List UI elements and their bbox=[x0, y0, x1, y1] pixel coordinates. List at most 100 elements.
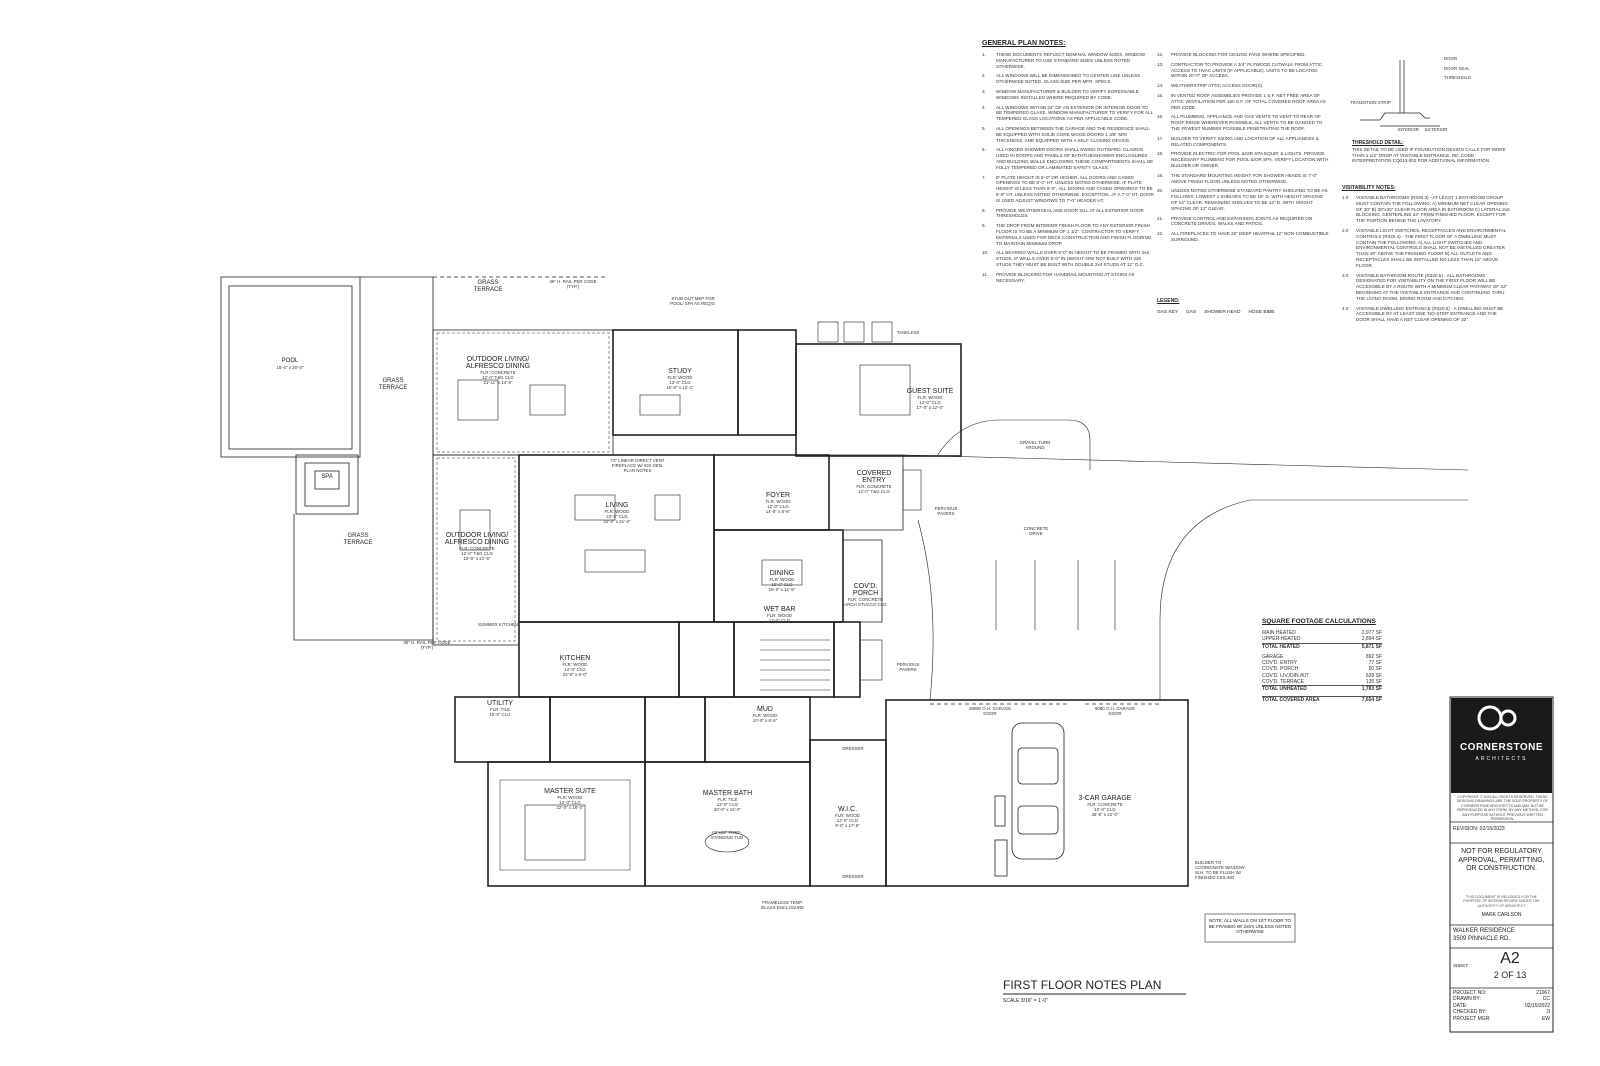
builder-window-note: BUILDER TO COORDINATE WINDOW W.H. TO BE … bbox=[1195, 860, 1245, 880]
guest-walls bbox=[795, 343, 962, 457]
garage-walls bbox=[885, 699, 1189, 887]
revision: REVISION: 02/15/2023 bbox=[1453, 826, 1505, 832]
shower-note: FRAMELESS TEMP. GLASS ENCLOSURE bbox=[760, 900, 805, 910]
note-item: 14.WEATHERSTRIP ATTIC ACCESS DOOR(S). bbox=[1157, 83, 1264, 89]
plan-scale: SCALE 3/16" = 1'-0" bbox=[1003, 998, 1048, 1004]
meta-row: CHECKED BY:JI bbox=[1453, 1009, 1550, 1016]
note-item: 6.ALL HINGED SHOWER DOORS SHALL SWING OU… bbox=[982, 147, 1154, 170]
brand-sub: ARCHITECTS bbox=[1475, 756, 1528, 762]
tankless-note: TANKLESS bbox=[896, 330, 920, 335]
room-spa: SPA bbox=[321, 474, 333, 480]
meta-row: PROJECT MGR:EW bbox=[1453, 1015, 1550, 1022]
tub-note: 66"x36" FREE-STANDING TUB bbox=[710, 830, 744, 840]
note-item: 12.PROVIDE BLOCKING FOR CEILING FANS WHE… bbox=[1157, 52, 1306, 57]
pervious-pavers-2: PERVIOUS PAVERS bbox=[896, 662, 920, 672]
note-item: 5.ALL OPENINGS BETWEEN THE GARAGE AND TH… bbox=[982, 125, 1150, 143]
note-item: 16.ALL PLUMBING, APPLIANCE AND GAS VENTS… bbox=[1157, 114, 1323, 131]
garage-door-2: 9080 O.H. GARAGE DOOR bbox=[1094, 706, 1136, 716]
sqft-row: COV'D. LIV./DIN./KIT.629 SF bbox=[1262, 672, 1382, 679]
summer-kitchen: SUMMER KITCHEN bbox=[478, 622, 519, 627]
note-item: 17.BUILDER TO VERIFY SIZING AND LOCATION… bbox=[1157, 135, 1319, 147]
master-bath-walls bbox=[644, 761, 811, 887]
note-item: 4.ALL WINDOWS WITHIN 24" OF AN EXTERIOR … bbox=[982, 104, 1153, 122]
threshold-label-threshold: THRESHOLD bbox=[1444, 75, 1472, 80]
meta-row: PROJECT NO:21067 bbox=[1453, 990, 1550, 996]
note-item: 13.CONTRACTOR TO PROVIDE A 3/4" PLYWOOD … bbox=[1157, 61, 1323, 79]
spa-deck bbox=[295, 454, 359, 515]
note-item: 15.IN VENTED ROOF ASSEMBLIES PROVIDE 1 S… bbox=[1157, 92, 1326, 110]
room-outdoor-living-1: OUTDOOR LIVING/ ALFRESCO DINING FLR: CON… bbox=[465, 356, 531, 385]
threshold-detail-title: THRESHOLD DETAIL: bbox=[1352, 140, 1404, 146]
legend-item: GAS KEY bbox=[1157, 310, 1179, 315]
legend-item: SHOWER HEAD bbox=[1204, 310, 1241, 315]
brand-name: CORNERSTONE bbox=[1459, 742, 1544, 753]
master-walls bbox=[487, 761, 646, 887]
garage-door-1: 18080 O.H. GARAGE DOOR bbox=[968, 706, 1012, 716]
legend-item: HOSE BIBB bbox=[1248, 310, 1275, 315]
note-item: 8.PROVIDE WEATHERSEAL AND DOOR SILL AT A… bbox=[982, 207, 1144, 219]
note-item: 22.ALL FIREPLACES TO HAVE 20" DEEP HEART… bbox=[1157, 231, 1329, 242]
rail-note-1: 36" H. RAIL PER CODE (TYP.) bbox=[549, 279, 597, 289]
pool-deck bbox=[220, 276, 361, 458]
pool-outline bbox=[228, 285, 353, 450]
gravel-turnaround: GRAVEL TURN AROUND bbox=[1019, 440, 1051, 450]
concrete-drive: CONCRETE DRIVE bbox=[1023, 526, 1049, 536]
threshold-label-interior: INTERIOR bbox=[1398, 127, 1419, 132]
plan-title: FIRST FLOOR NOTES PLAN bbox=[1003, 978, 1162, 992]
project-name: WALKER RESIDENCE bbox=[1453, 928, 1515, 934]
general-notes-right: 12.PROVIDE BLOCKING FOR CEILING FANS WHE… bbox=[1157, 52, 1332, 247]
car-outline bbox=[1011, 722, 1065, 860]
note-item: 19.THE STANDARD MOUNTING HEIGHT FOR SHOW… bbox=[1157, 172, 1318, 184]
pervious-pavers-1: PERVIOUS PAVERS bbox=[934, 506, 958, 516]
note-item: 9.THE DROP FROM INTERIOR FINISH FLOOR TO… bbox=[982, 223, 1152, 246]
threshold-detail-text: THIS DETAIL TO BE USED IF FOUNDATION DES… bbox=[1352, 147, 1506, 164]
threshold-label-door: DOOR bbox=[1444, 56, 1458, 61]
cornerstone-logo bbox=[1477, 705, 1517, 731]
rail-note-2: 36" H. RAIL PER CODE (TYP.) bbox=[403, 640, 451, 650]
dresser-1: DRESSER bbox=[842, 746, 864, 751]
visitability-title: VISITABILITY NOTES: bbox=[1342, 185, 1396, 191]
grass-terrace-3: GRASS TERRACE bbox=[343, 533, 373, 546]
note-item: 7.IF PLATE HEIGHT IS 9'-0" OR HIGHER, AL… bbox=[982, 174, 1154, 203]
outdoor-living-1 bbox=[432, 329, 614, 456]
sheet-number: A2 bbox=[1500, 950, 1520, 967]
spa-outline bbox=[304, 462, 350, 507]
threshold-label-seal: DOOR SEAL bbox=[1444, 66, 1470, 71]
project-address: 3509 PINNACLE RD. bbox=[1453, 936, 1511, 942]
note-item: 2.ALL WINDOWS WILL BE DIMENSIONED TO CEN… bbox=[982, 73, 1141, 85]
note-item: 20.UNLESS NOTED OTHERWISE STANDARD PANTR… bbox=[1157, 188, 1328, 211]
grass-terrace-1: GRASS TERRACE bbox=[473, 280, 503, 293]
grass-terrace-2: GRASS TERRACE bbox=[378, 378, 408, 391]
stub-out-note: STUB OUT MEP FOR POOL/ SPA AS REQ'D. bbox=[670, 296, 716, 306]
general-notes-title: GENERAL PLAN NOTES: bbox=[982, 40, 1066, 47]
note-item: 11.PROVIDE BLOCKING FOR HANDRAIL MOUNTIN… bbox=[982, 271, 1135, 283]
threshold-label-transition: TRANSITION STRIP bbox=[1350, 100, 1391, 105]
sheet-of: 2 OF 13 bbox=[1493, 970, 1527, 980]
